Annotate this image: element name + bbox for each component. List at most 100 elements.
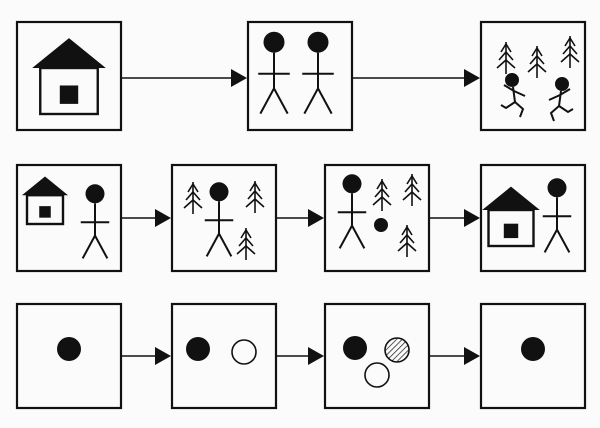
cell-two-circles-frame: [170, 302, 278, 410]
runner-arms: [503, 84, 526, 97]
tree-branch: [240, 228, 252, 239]
person-right-leg: [556, 229, 571, 253]
empty-circle: [364, 362, 390, 388]
tree-branch: [249, 181, 261, 192]
tree-branch: [500, 42, 512, 53]
tree-branch: [185, 190, 201, 201]
empty-circle: [231, 339, 257, 365]
runner-right-leg: [558, 105, 574, 114]
person-right-leg: [351, 225, 366, 249]
person-head: [307, 31, 329, 53]
tree-branch: [247, 189, 263, 200]
tree-branch: [376, 179, 388, 190]
person-head: [547, 178, 567, 198]
cell-in-forest: [183, 181, 265, 260]
hatched-circle: [384, 337, 410, 363]
runner-head: [555, 77, 569, 91]
cell-in-forest-frame: [170, 163, 278, 273]
arrow: [121, 347, 171, 365]
person-head: [263, 31, 285, 53]
house-roof: [21, 176, 69, 196]
tree-branch: [397, 241, 417, 252]
cell-three-circles: [343, 336, 410, 388]
tree-branch: [498, 50, 514, 61]
arrow: [429, 347, 480, 365]
arrow-head: [464, 209, 480, 227]
tree-branch: [372, 195, 392, 206]
person-left-leg: [303, 87, 319, 115]
cell-find-ball: [337, 174, 422, 257]
person-left-leg: [338, 225, 353, 249]
cell-home: [32, 38, 106, 116]
tree-branch: [527, 62, 547, 73]
filled-circle: [343, 336, 367, 360]
arrow-head: [155, 209, 171, 227]
cell-return-home: [482, 178, 572, 253]
house-roof: [482, 186, 540, 210]
story-row-forest-trip: [21, 174, 572, 260]
arrow: [276, 347, 324, 365]
cell-running-forest: [496, 36, 580, 122]
tree-branch: [531, 46, 543, 57]
person-left-leg: [205, 233, 220, 257]
tree-branch: [236, 244, 256, 255]
filled-circle: [521, 337, 545, 361]
arrow: [352, 69, 480, 87]
runner-head: [505, 73, 519, 87]
tree-branch: [529, 54, 545, 65]
tree-branch: [245, 197, 265, 208]
runner-left-leg: [549, 105, 560, 122]
runner-right-leg: [500, 101, 516, 110]
tree-branch: [402, 190, 422, 201]
person-head: [209, 182, 229, 202]
ball-dot: [374, 218, 388, 232]
tree-branch: [238, 236, 254, 247]
person-right-leg: [218, 233, 233, 257]
arrow: [429, 209, 480, 227]
person-right-leg: [273, 87, 289, 115]
arrow-head: [308, 209, 324, 227]
tree-branch: [560, 52, 580, 63]
story-row-walk: [32, 31, 580, 122]
story-row-circles: [57, 336, 545, 388]
filled-circle: [57, 337, 81, 361]
person-head: [85, 184, 105, 204]
runner-left-leg: [514, 101, 525, 118]
arrow: [121, 69, 247, 87]
house-window: [59, 85, 79, 104]
content-layer: [21, 31, 580, 388]
tree-branch: [183, 198, 203, 209]
arrow-head: [231, 69, 247, 87]
frames-layer: [15, 20, 587, 410]
cell-one-circle: [57, 337, 81, 361]
person-head: [342, 174, 362, 194]
person-left-leg: [259, 87, 275, 115]
tree-branch: [187, 182, 199, 193]
tree-branch: [564, 36, 576, 47]
filled-circle: [186, 337, 210, 361]
tree-branch: [562, 44, 578, 55]
arrow-head: [464, 347, 480, 365]
cell-two-people: [258, 31, 334, 115]
arrow: [276, 209, 324, 227]
runner-arms: [548, 88, 571, 101]
arrow: [121, 209, 171, 227]
tree-branch: [401, 225, 413, 236]
cell-back-to-one: [521, 337, 545, 361]
cell-three-circles-frame: [323, 302, 431, 410]
tree-branch: [374, 187, 390, 198]
house-window: [503, 223, 519, 239]
arrow-head: [308, 347, 324, 365]
cell-find-ball-frame: [323, 163, 431, 273]
cell-two-circles: [186, 337, 257, 365]
house-roof: [32, 38, 106, 68]
cell-two-people-frame: [246, 20, 354, 132]
arrow-head: [464, 69, 480, 87]
arrow-head: [155, 347, 171, 365]
arrows-layer: [121, 69, 480, 365]
person-left-leg: [543, 229, 558, 253]
person-left-leg: [81, 235, 96, 259]
tree-branch: [399, 233, 415, 244]
person-right-leg: [94, 235, 109, 259]
